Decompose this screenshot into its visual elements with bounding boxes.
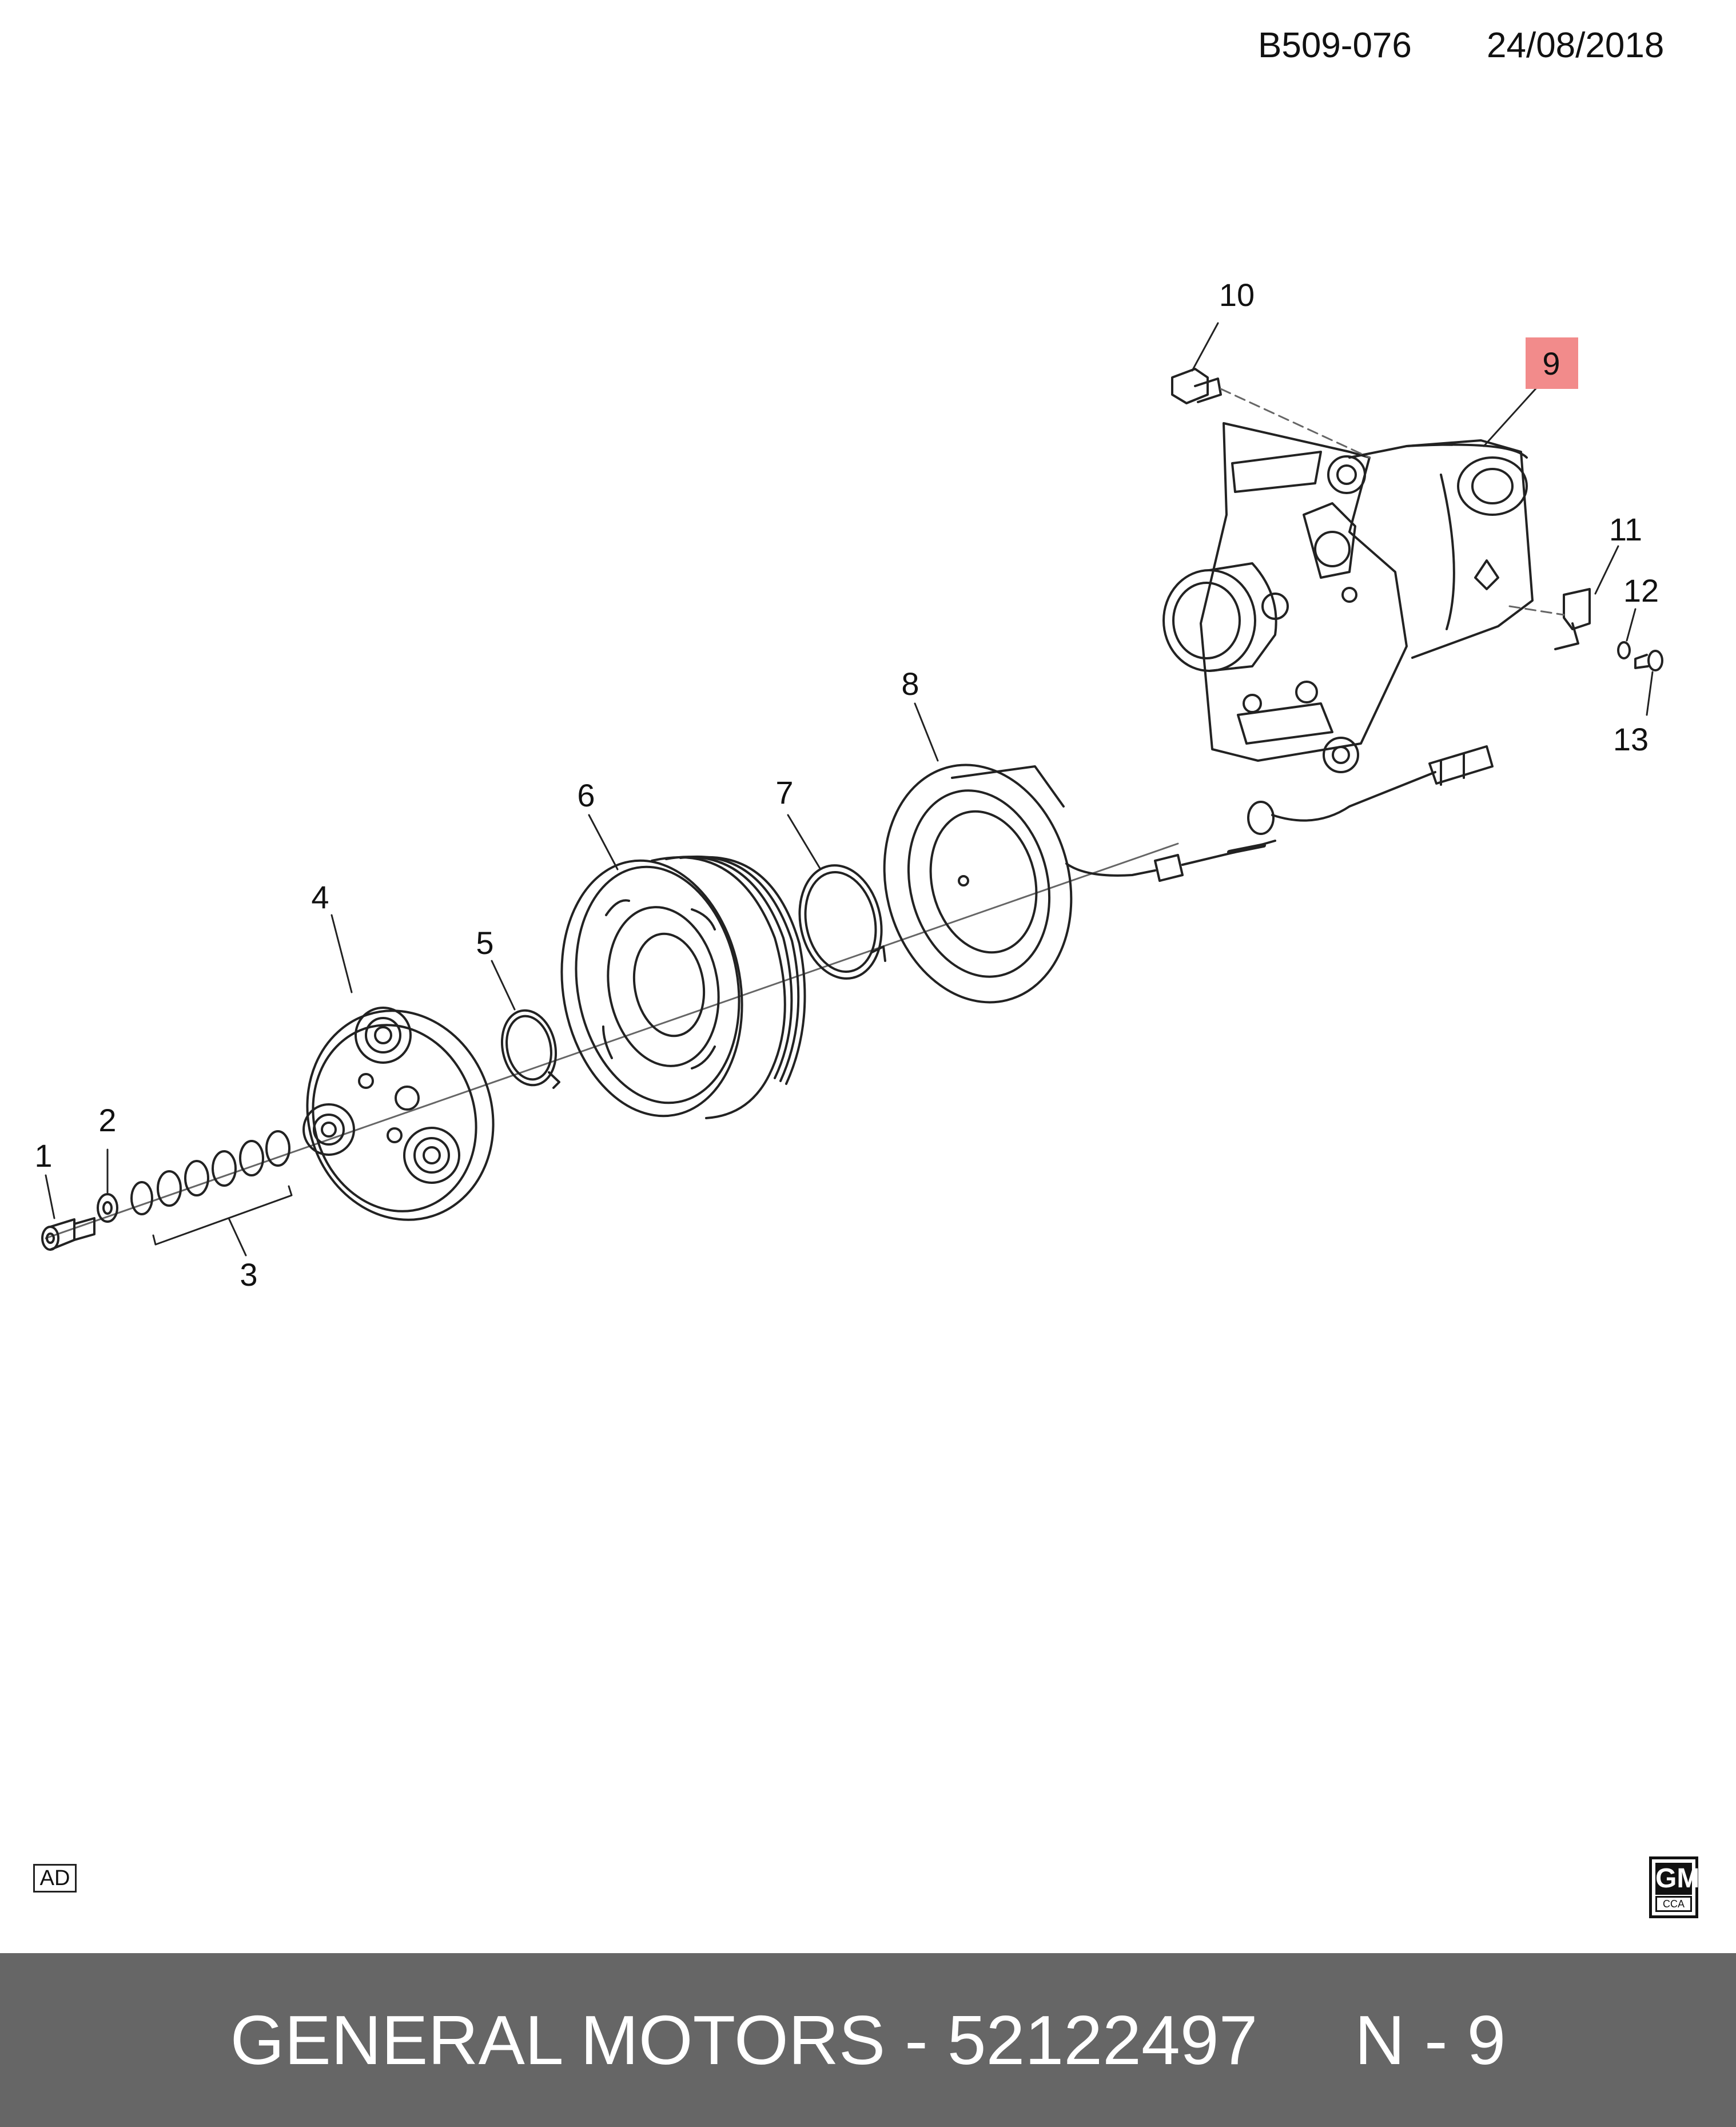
callout-6: 6 [577, 777, 595, 813]
callout-7: 7 [775, 774, 793, 810]
callout-leaders [45, 322, 1654, 1257]
part-3-shims [130, 1130, 293, 1246]
diagram-date: 24/08/2018 [1487, 26, 1665, 65]
part-11-bracket [1508, 588, 1591, 650]
callout-13: 13 [1613, 721, 1649, 757]
footer-title: GENERAL MOTORS - 52122497 N - 9 [230, 2001, 1506, 2079]
part-7-retaining-ring [798, 864, 886, 980]
part-5-snap-ring [500, 1009, 560, 1089]
callout-9-highlight [1526, 337, 1578, 389]
callout-4: 4 [311, 879, 329, 915]
ad-badge: AD [33, 1864, 77, 1893]
part-1-bolt [41, 1217, 95, 1251]
part-12-washer [1617, 641, 1631, 659]
part-8-field-coil [883, 745, 1494, 1004]
callout-12: 12 [1623, 572, 1659, 609]
callout-5: 5 [476, 925, 493, 961]
callout-11: 11 [1609, 511, 1642, 547]
callout-9: 9 [1542, 345, 1560, 381]
exploded-parts-diagram: 1 2 3 4 5 6 7 8 9 10 11 12 13 [34, 277, 1663, 1293]
gm-logo: GM CCA [1649, 1856, 1700, 1918]
part-9-compressor [1162, 422, 1534, 773]
gm-logo-text: GM [1655, 1863, 1700, 1895]
callout-3: 3 [240, 1257, 257, 1293]
part-10-bolt [1171, 368, 1371, 459]
part-13-screw [1634, 650, 1663, 671]
part-2-washer [97, 1193, 118, 1223]
callout-8: 8 [901, 666, 919, 702]
part-6-pulley [560, 855, 806, 1119]
part-4-clutch-plate [302, 1007, 495, 1221]
footer-bar: GENERAL MOTORS - 52122497 N - 9 [0, 1953, 1736, 2127]
gm-logo-subtext: CCA [1655, 1896, 1692, 1912]
callout-1: 1 [34, 1138, 52, 1174]
callout-10: 10 [1219, 277, 1255, 313]
diagram-code: B509-076 [1258, 26, 1412, 65]
callout-2: 2 [98, 1102, 116, 1138]
